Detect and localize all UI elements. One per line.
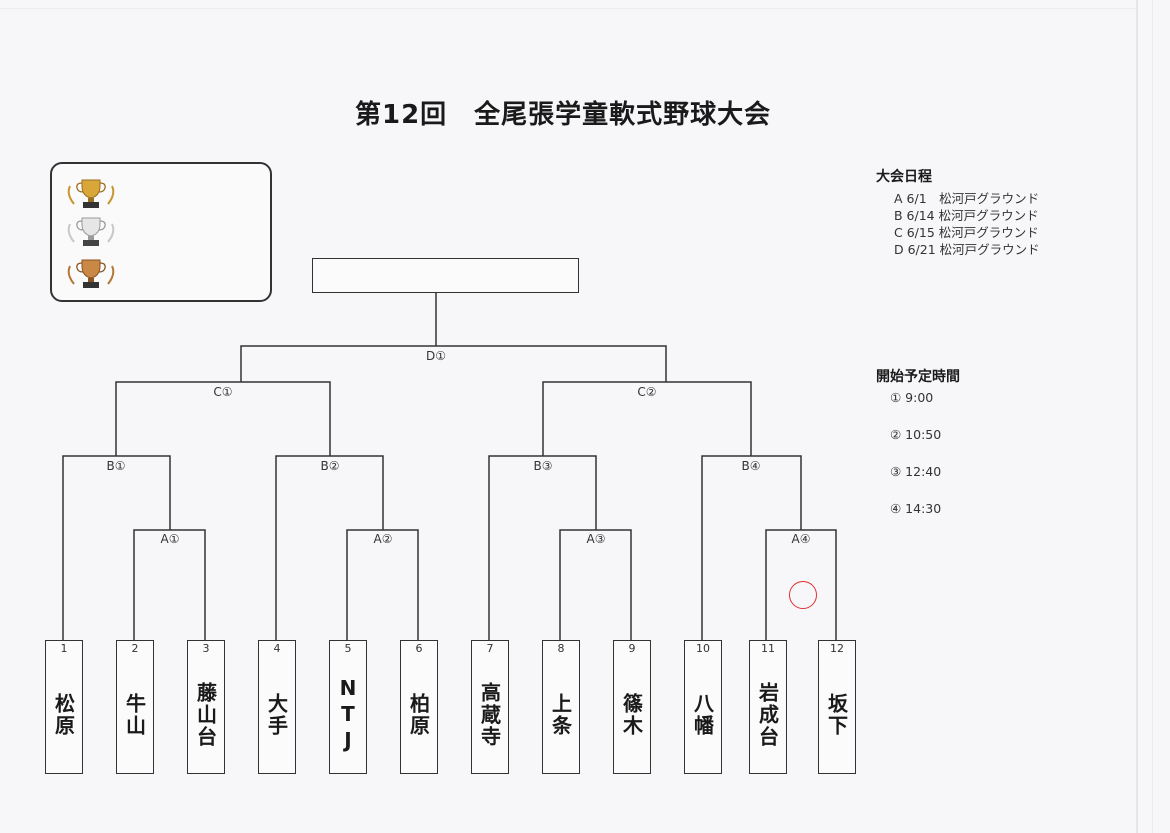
team-number: 12 xyxy=(818,640,856,658)
match-label-b3: B③ xyxy=(533,459,553,473)
start-times-heading: 開始予定時間 xyxy=(876,369,960,385)
team-name: 松原 xyxy=(51,693,76,737)
team-name: 藤山台 xyxy=(193,682,218,748)
match-label-c1: C① xyxy=(213,385,233,399)
team-number: 2 xyxy=(116,640,154,658)
team-slot: NTJ xyxy=(329,657,367,774)
page-top-edge xyxy=(0,8,1136,9)
page-right-edge xyxy=(1136,0,1138,833)
red-circle-mark xyxy=(789,581,817,609)
team-number: 4 xyxy=(258,640,296,658)
trophy-box xyxy=(50,162,272,302)
team-number: 11 xyxy=(749,640,787,658)
schedule-row: C 6/15 松河戸グラウンド xyxy=(894,225,1039,240)
page-right-edge-2 xyxy=(1152,0,1153,833)
team-name: 牛山 xyxy=(122,693,147,737)
team-slot: 牛山 xyxy=(116,657,154,774)
match-label-a1: A① xyxy=(160,532,180,546)
team-name: 八幡 xyxy=(690,693,715,737)
team-slot: 岩成台 xyxy=(749,657,787,774)
team-number: 10 xyxy=(684,640,722,658)
match-label-b4: B④ xyxy=(741,459,761,473)
team-name: 岩成台 xyxy=(755,682,780,748)
team-number: 8 xyxy=(542,640,580,658)
team-number: 5 xyxy=(329,640,367,658)
team-number: 1 xyxy=(45,640,83,658)
team-name: 高蔵寺 xyxy=(477,682,502,748)
team-name: NTJ xyxy=(336,676,360,754)
schedule-row: B 6/14 松河戸グラウンド xyxy=(894,208,1039,223)
schedule-heading: 大会日程 xyxy=(876,169,932,185)
start-time-row: ② 10:50 xyxy=(890,427,942,442)
start-time-row: ④ 14:30 xyxy=(890,501,942,516)
team-slot: 大手 xyxy=(258,657,296,774)
match-label-a4: A④ xyxy=(791,532,811,546)
team-number: 6 xyxy=(400,640,438,658)
tournament-title: 第12回 全尾張学童軟式野球大会 xyxy=(355,100,772,130)
schedule-row: D 6/21 松河戸グラウンド xyxy=(894,242,1040,257)
silver-trophy-icon xyxy=(67,217,115,246)
team-name: 上条 xyxy=(548,693,573,737)
team-name: 柏原 xyxy=(406,693,431,737)
match-label-a3: A③ xyxy=(586,532,606,546)
gold-trophy-icon xyxy=(67,179,115,208)
start-times-section: 開始予定時間 ① 9:00 ② 10:50 ③ 12:40 ④ 14:30 xyxy=(876,366,960,538)
team-slot: 藤山台 xyxy=(187,657,225,774)
start-time-row: ③ 12:40 xyxy=(890,464,942,479)
team-slot: 上条 xyxy=(542,657,580,774)
team-slot: 篠木 xyxy=(613,657,651,774)
schedule-row: A 6/1 松河戸グラウンド xyxy=(894,191,1040,206)
team-slot: 松原 xyxy=(45,657,83,774)
match-label-b2: B② xyxy=(320,459,340,473)
team-number: 7 xyxy=(471,640,509,658)
match-label-d1: D① xyxy=(426,349,446,363)
team-slot: 坂下 xyxy=(818,657,856,774)
champion-box xyxy=(312,258,579,293)
team-slot: 柏原 xyxy=(400,657,438,774)
match-label-c2: C② xyxy=(637,385,657,399)
match-label-a2: A② xyxy=(373,532,393,546)
team-number: 9 xyxy=(613,640,651,658)
team-slot: 八幡 xyxy=(684,657,722,774)
team-name: 大手 xyxy=(264,693,289,737)
bronze-trophy-icon xyxy=(67,259,115,288)
match-label-b1: B① xyxy=(106,459,126,473)
team-name: 坂下 xyxy=(824,693,849,737)
schedule-section: 大会日程 A 6/1 松河戸グラウンド B 6/14 松河戸グラウンド C 6/… xyxy=(876,166,1040,258)
start-time-row: ① 9:00 xyxy=(890,390,934,405)
team-slot: 高蔵寺 xyxy=(471,657,509,774)
team-number: 3 xyxy=(187,640,225,658)
team-name: 篠木 xyxy=(619,693,644,737)
